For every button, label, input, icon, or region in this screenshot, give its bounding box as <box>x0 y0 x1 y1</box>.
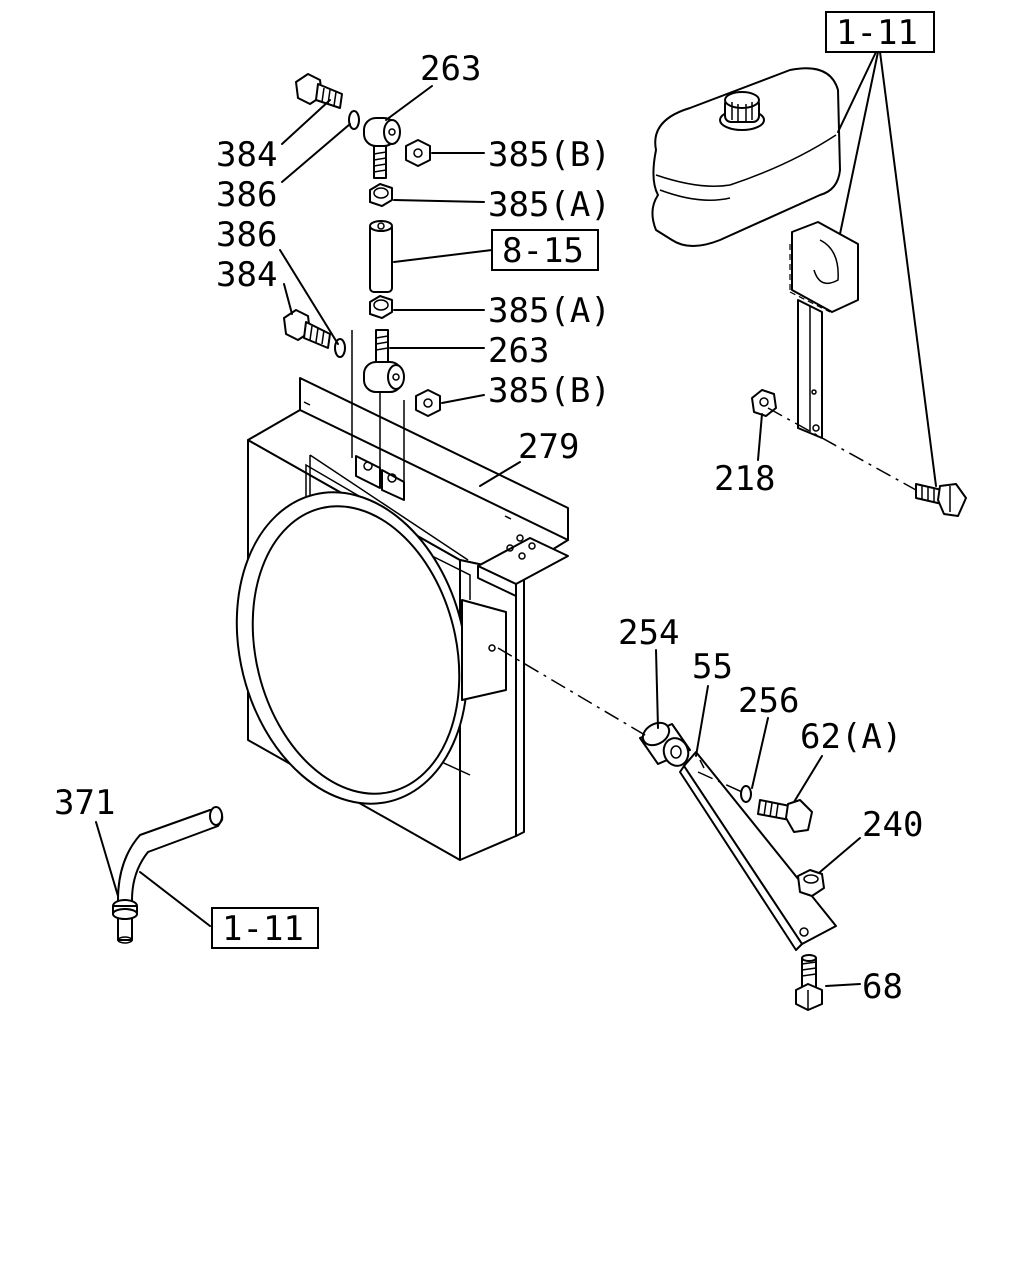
stay-bracket <box>679 751 837 951</box>
label-240: 240 <box>862 805 923 845</box>
label-218: 218 <box>714 459 775 499</box>
label-385b-mid: 385(B) <box>488 371 611 411</box>
washer <box>740 785 752 803</box>
label-263-mid: 263 <box>488 331 549 371</box>
label-254: 254 <box>618 613 679 653</box>
ref-box-1-11-top <box>825 11 935 53</box>
label-62a: 62(A) <box>800 717 902 757</box>
fan-shroud <box>235 377 569 861</box>
label-ref-1-11-top: 1-11 <box>836 13 918 53</box>
label-68: 68 <box>862 967 903 1007</box>
label-279: 279 <box>518 427 579 467</box>
label-ref-1-11-bottom: 1-11 <box>222 909 304 949</box>
shroud-mount-tabs <box>351 330 405 501</box>
label-371: 371 <box>54 783 115 823</box>
label-384-top: 384 <box>216 135 277 175</box>
label-385a-top: 385(A) <box>488 185 611 225</box>
label-386-mid: 386 <box>216 215 277 255</box>
leader-lines <box>95 51 937 987</box>
label-55: 55 <box>692 647 733 687</box>
ref-box-8-15 <box>491 229 599 271</box>
label-263-top: 263 <box>420 49 481 89</box>
bolt-62a <box>757 799 813 833</box>
overflow-hose <box>112 806 224 944</box>
label-384-mid: 384 <box>216 255 277 295</box>
bolt-68 <box>795 954 823 1011</box>
label-385b-top: 385(B) <box>488 135 611 175</box>
label-256: 256 <box>738 681 799 721</box>
label-ref-8-15: 8-15 <box>502 231 584 271</box>
label-385a-mid: 385(A) <box>488 291 611 331</box>
label-386-top: 386 <box>216 175 277 215</box>
ref-box-1-11-bottom <box>211 907 319 949</box>
nut-240 <box>797 869 825 897</box>
collar <box>639 721 691 767</box>
reservoir-tank <box>651 67 967 517</box>
link-assembly <box>283 73 441 417</box>
